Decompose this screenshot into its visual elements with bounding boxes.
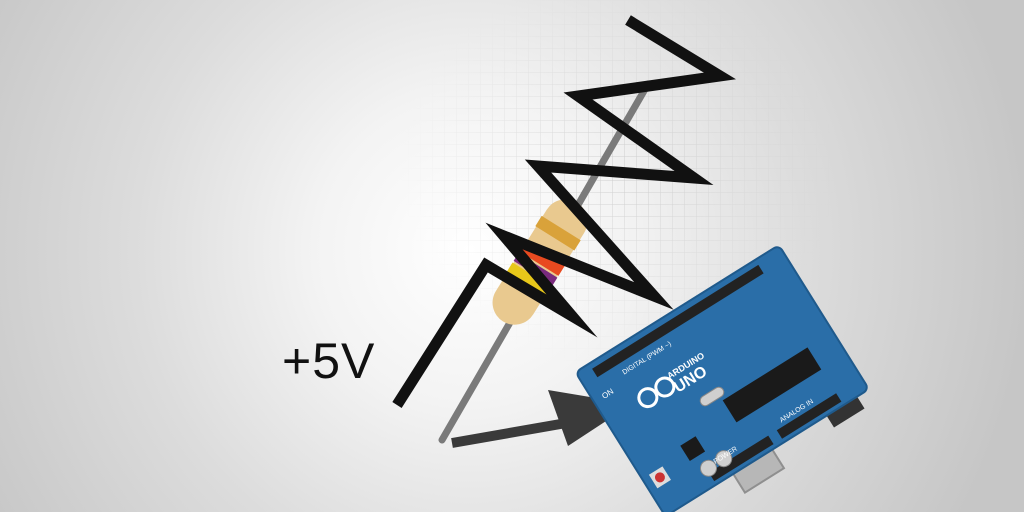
arduino-board: ARDUINO UNO ON DIGITAL (PWM ~) POWER ANA… bbox=[576, 246, 868, 512]
zigzag-symbol bbox=[392, 15, 737, 408]
analog-header bbox=[776, 393, 842, 439]
capacitor bbox=[715, 450, 733, 468]
reset-button-cap bbox=[654, 472, 665, 483]
board-pcb bbox=[576, 246, 868, 512]
microcontroller-chip bbox=[722, 347, 822, 423]
capacitor bbox=[699, 459, 717, 477]
voltage-label: +5V bbox=[282, 333, 376, 389]
digital-header bbox=[592, 264, 764, 378]
usb-chip bbox=[680, 436, 706, 462]
power-header bbox=[708, 435, 774, 482]
resistor-band-4 bbox=[535, 215, 581, 251]
crystal bbox=[699, 386, 725, 407]
arduino-logo bbox=[637, 376, 676, 409]
resistor-band-1 bbox=[505, 262, 552, 298]
